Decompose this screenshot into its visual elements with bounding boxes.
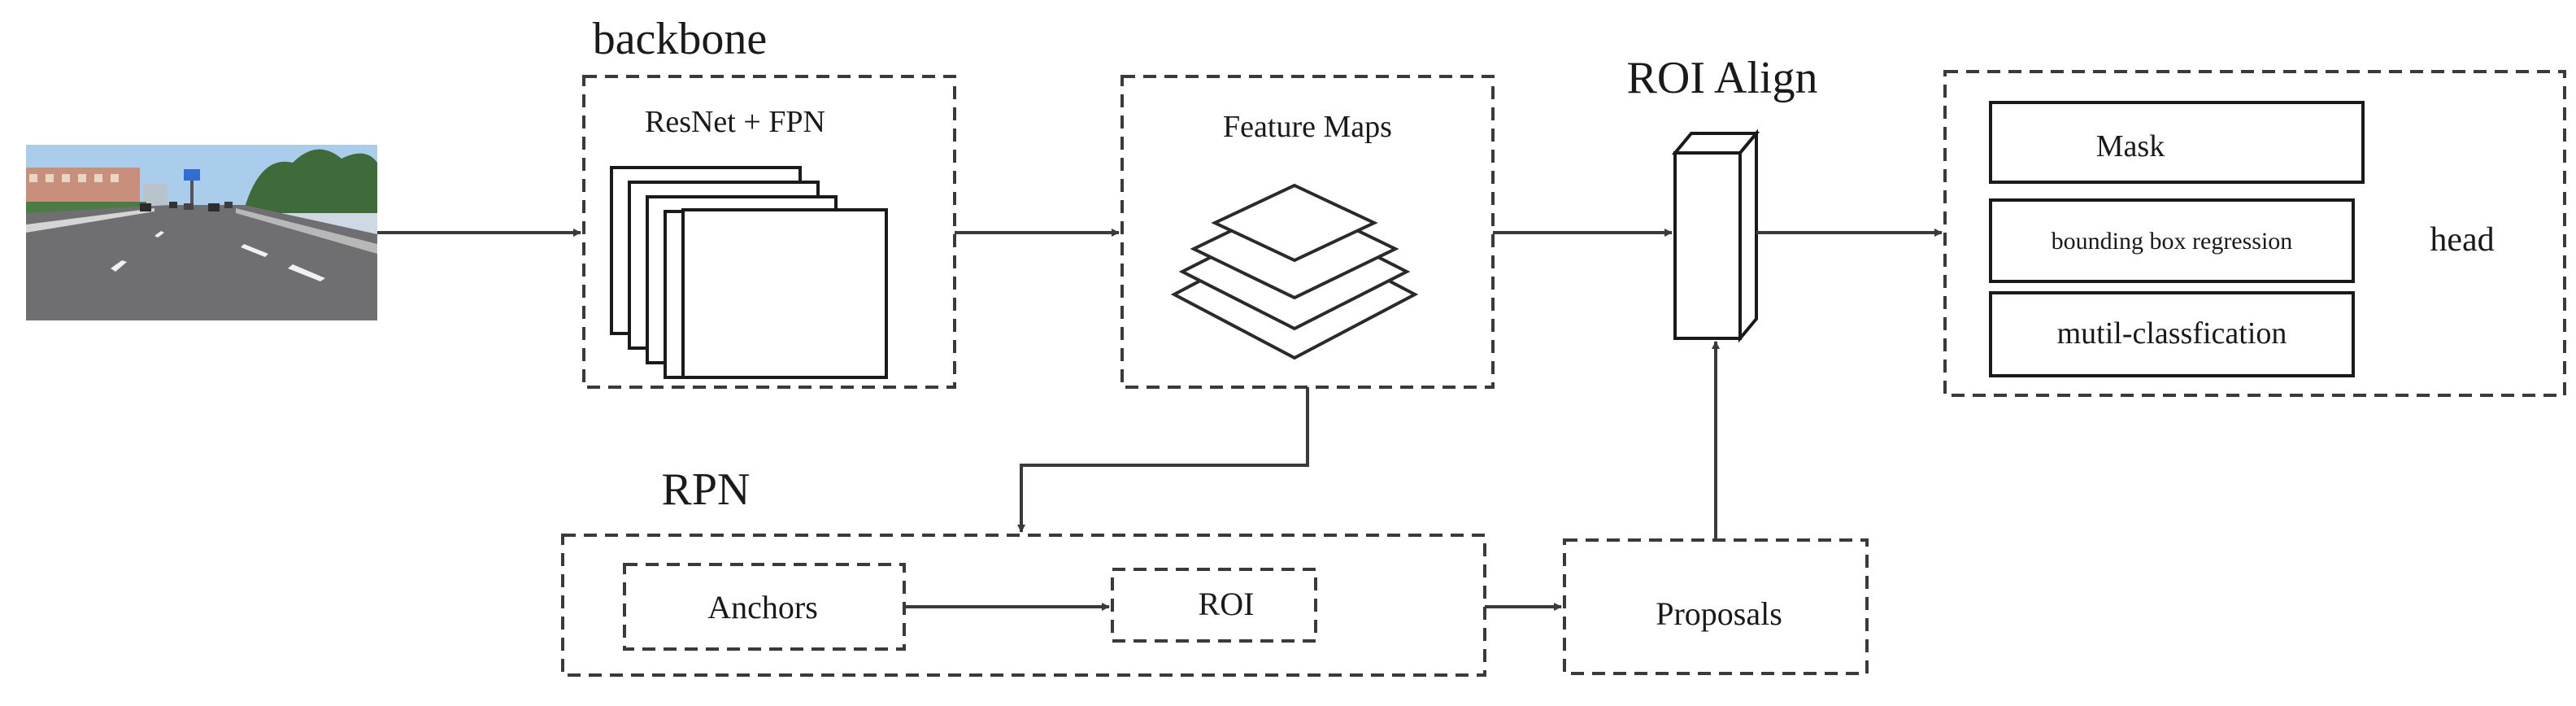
rpn-title: RPN bbox=[662, 464, 751, 515]
backbone-layer-stack bbox=[610, 166, 888, 379]
head-mask-label: Mask bbox=[2096, 129, 2165, 163]
feature-maps-label: Feature Maps bbox=[1223, 110, 1392, 144]
head-bbox-regression-box bbox=[1989, 198, 2355, 283]
arrow-feature-maps-to-rpn bbox=[1017, 387, 1309, 533]
roi-label: ROI bbox=[1199, 586, 1255, 622]
backbone-label: ResNet + FPN bbox=[645, 105, 825, 139]
feature-maps-stack-icon bbox=[1170, 183, 1419, 360]
proposals-label: Proposals bbox=[1656, 595, 1782, 632]
roi-align-title: ROI Align bbox=[1627, 53, 1818, 103]
backbone-title: backbone bbox=[593, 14, 768, 64]
head-box bbox=[1943, 70, 2566, 397]
roi-align-block bbox=[1671, 129, 1760, 343]
head-label: head bbox=[2430, 221, 2494, 259]
rpn-box bbox=[561, 534, 1486, 677]
backbone-box bbox=[582, 75, 956, 389]
arrows bbox=[377, 229, 1943, 611]
head-classification-box bbox=[1989, 291, 2355, 377]
anchors-label: Anchors bbox=[707, 589, 818, 625]
head-bbox-regression-label: bounding box regression bbox=[2052, 228, 2293, 255]
head-classification-label: mutil-classfication bbox=[2057, 316, 2287, 351]
roi-box bbox=[1111, 568, 1317, 643]
input-road-image bbox=[26, 145, 377, 320]
head-mask-box bbox=[1989, 101, 2365, 184]
